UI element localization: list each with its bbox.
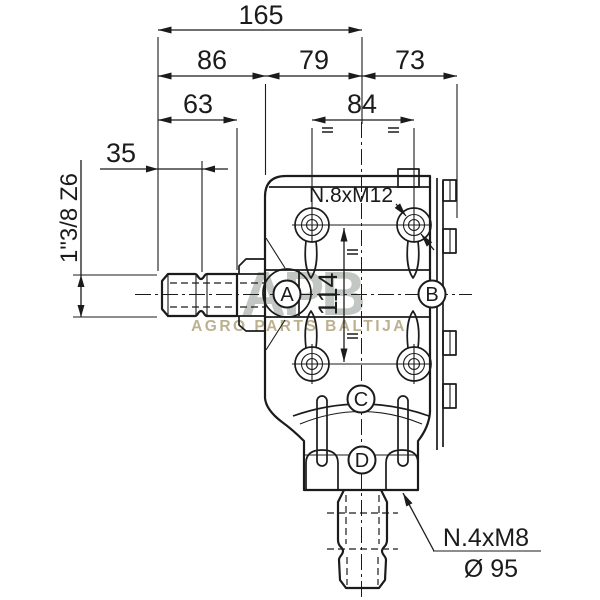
collar-bore-lines [237,273,265,317]
dimension-73: 73 [362,45,457,80]
bottom-bolts-text: N.4xM8 [443,524,529,552]
dimension-shaft-spline: 1"3/8 Z6 [56,160,157,318]
shaft-dim-extensions [73,274,157,318]
port-a-text: A [280,284,294,306]
shaft-collar [238,258,265,332]
dimension-114: 114 [313,228,358,362]
port-c-text: C [354,389,368,411]
dim-165-text: 165 [238,0,283,30]
stud-right [397,395,409,467]
top-plug-boss [397,168,420,188]
dimensions: 165 86 79 73 63 84 35 [56,0,458,362]
dim-35-text: 35 [106,138,136,168]
stud-pocket-left [305,449,339,490]
input-boss-circle [262,268,312,318]
port-label-d: D [347,445,377,475]
port-labels: A B C D [272,279,447,475]
output-shaft-hidden-lines [327,495,398,585]
port-label-c: C [346,384,376,414]
stud-pocket-right [385,449,419,490]
dim-114-text: 114 [313,272,343,315]
callout-bottom-bolts: N.4xM8 Ø 95 [402,492,541,583]
shaft-section-lines [167,274,208,316]
housing-outline [263,174,432,492]
dim-79-text: 79 [299,45,329,75]
rear-flange [436,178,457,450]
port-b-text: B [425,284,438,306]
dimension-86: 86 [158,45,266,80]
callouts: N.8xM12 N.4xM8 Ø 95 [309,184,541,583]
centerlines [135,122,472,597]
watermark-name-text: AGRO PARTS BALTIJA [191,318,407,335]
callout-rear-bolts: N.8xM12 [309,184,435,251]
dimension-165: 165 [158,0,362,34]
dimension-35: 35 [100,138,228,173]
flange-diameter-text: Ø 95 [464,555,518,583]
port-label-a: A [272,279,302,309]
port-label-b: B [417,279,447,309]
dim-86-text: 86 [197,45,227,75]
equal-marks-84 [322,127,399,133]
spline-spec-text: 1"3/8 Z6 [56,173,83,263]
equal-marks-114 [347,249,358,339]
housing [262,168,457,492]
input-shaft [160,258,265,332]
dimension-79: 79 [266,45,362,80]
bolt-center-marks [292,224,430,384]
dim-84-text: 84 [347,89,377,119]
side-ribs [265,237,286,351]
stud-left [316,395,328,467]
dim-63-text: 63 [183,89,213,119]
rear-bolts-text: N.8xM12 [309,184,393,207]
port-d-text: D [355,450,369,472]
shaft-spline-hidden-lines [170,282,264,308]
dimension-84: 84 [312,89,414,133]
dim-73-text: 73 [395,45,425,75]
bore-band [262,237,430,351]
output-shaft-outline [336,489,389,590]
output-shaft [327,489,398,590]
shaft-dim-arrows [77,275,85,317]
dimension-63: 63 [158,89,237,124]
extension-lines [157,37,458,272]
